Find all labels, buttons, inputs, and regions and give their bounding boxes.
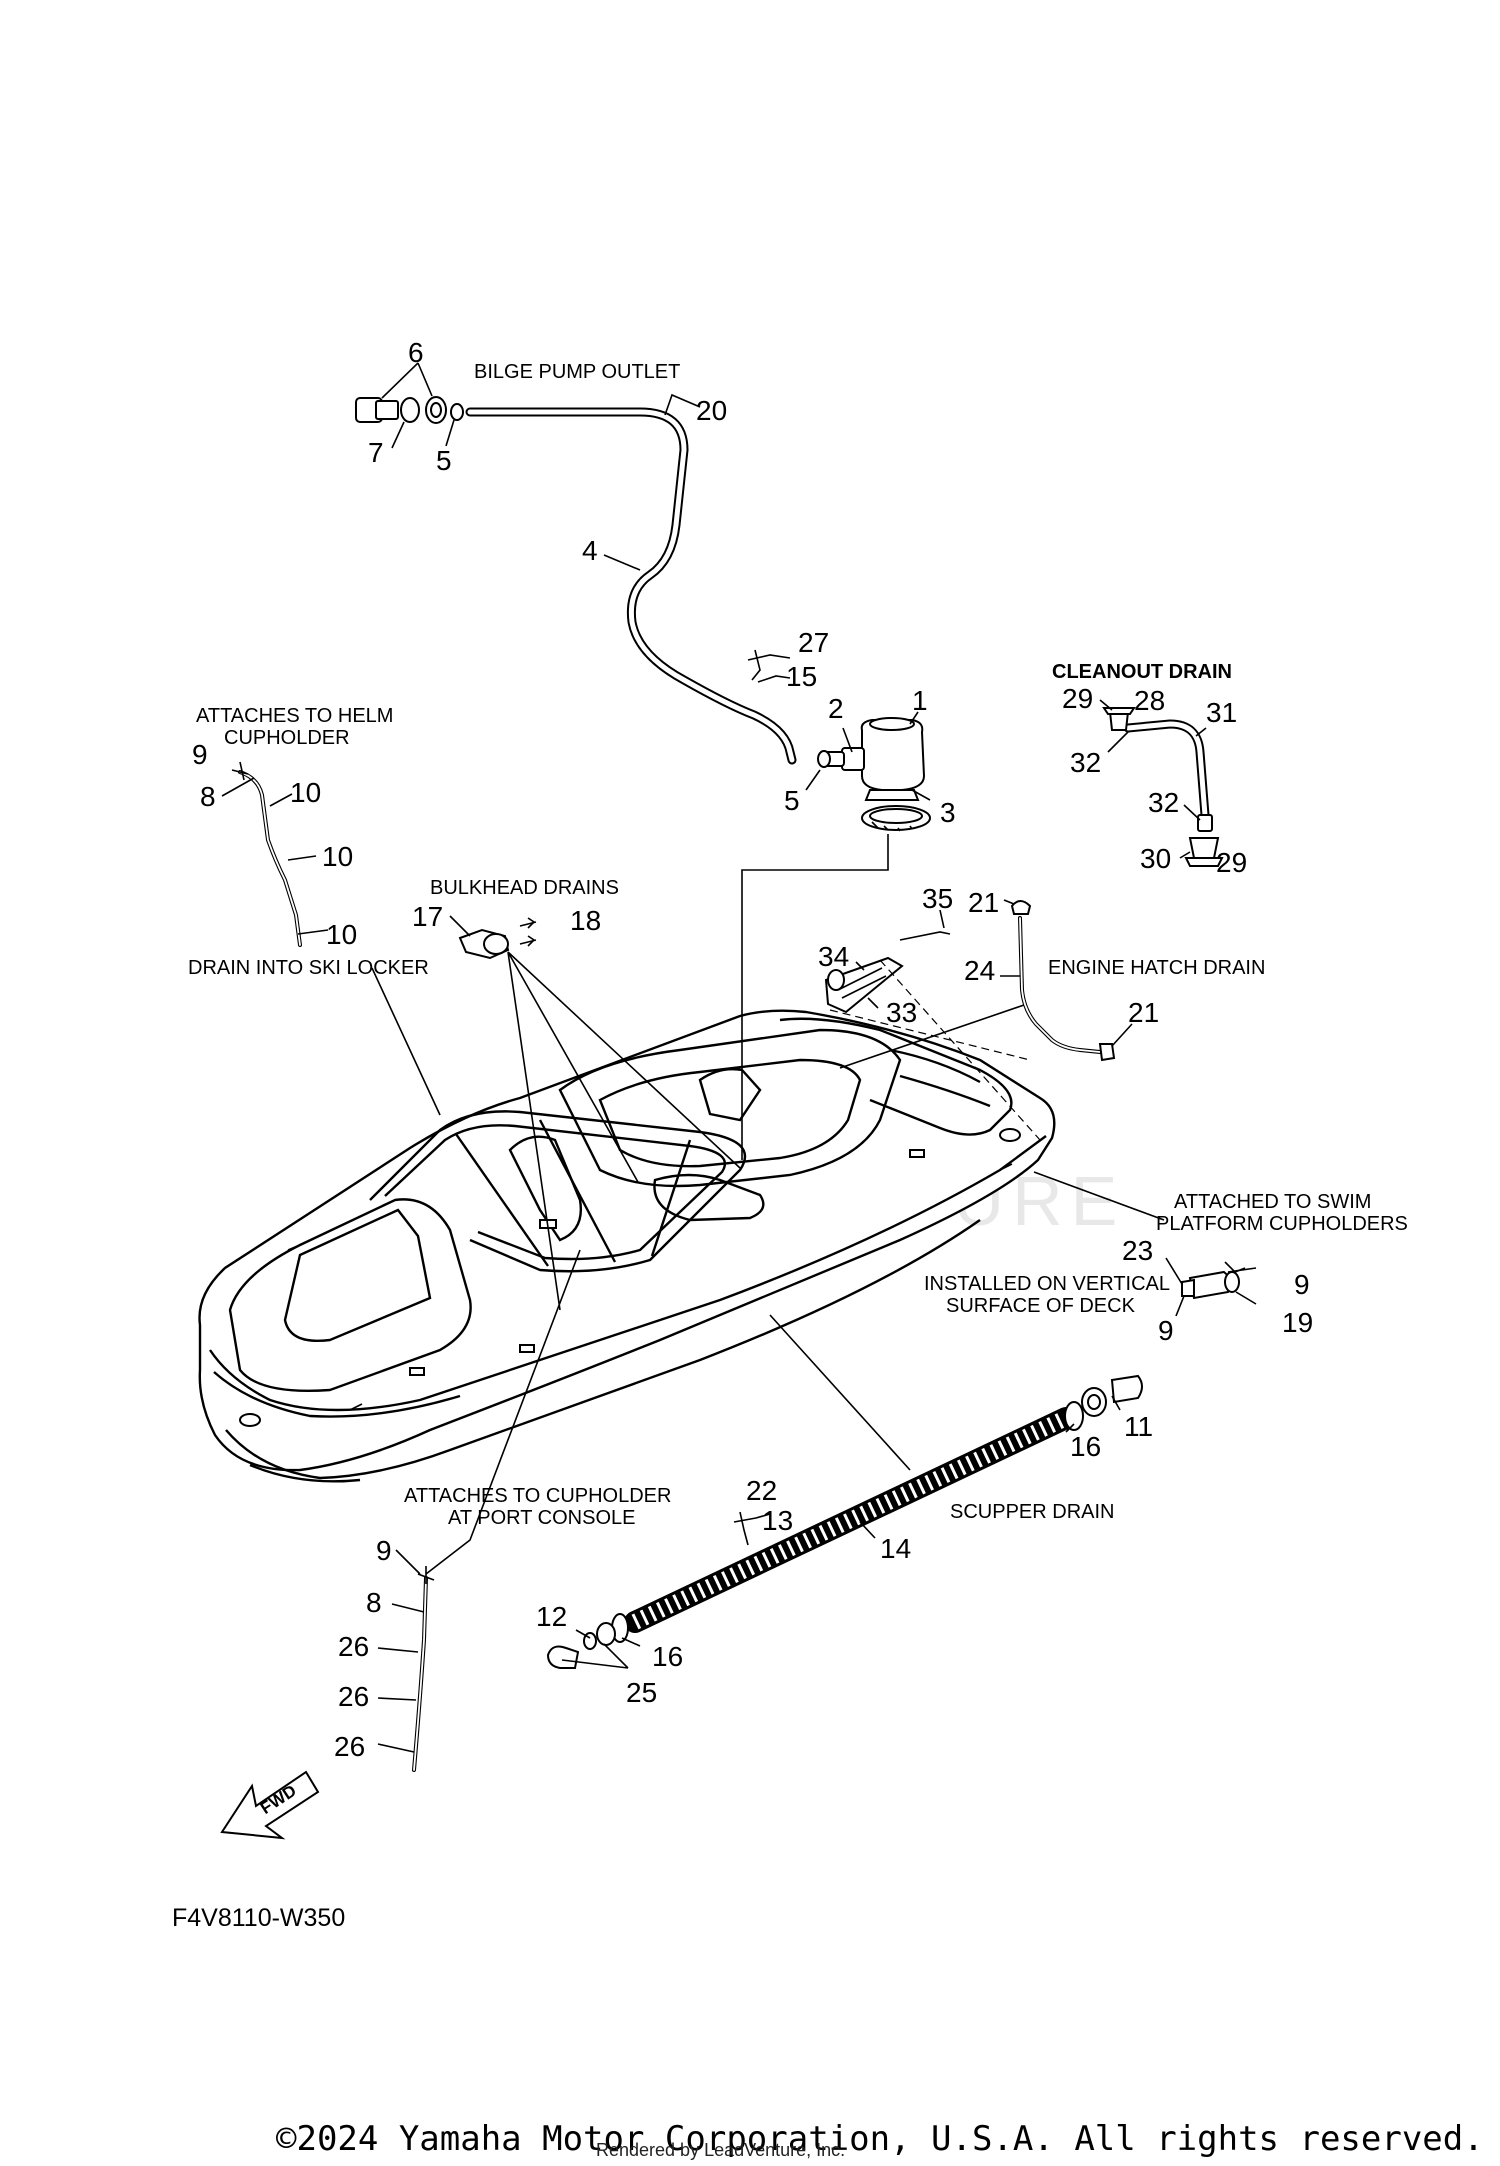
label-bilge-pump-outlet: BILGE PUMP OUTLET: [474, 361, 680, 383]
callout-9-port: 9: [376, 1535, 392, 1566]
callout-19: 19: [1282, 1307, 1313, 1338]
callout-23: 23: [1122, 1235, 1153, 1266]
callout-16-left: 16: [652, 1641, 683, 1672]
callout-12: 12: [536, 1601, 567, 1632]
labels: BILGE PUMP OUTLET CLEANOUT DRAIN ATTACHE…: [188, 361, 1408, 1529]
callout-13: 13: [762, 1505, 793, 1536]
rendered-by-text: Rendered by LeadVenture, Inc.: [596, 2140, 845, 2160]
callout-21-bottom: 21: [1128, 997, 1159, 1028]
callout-16-right: 16: [1070, 1431, 1101, 1462]
callout-1: 1: [912, 685, 928, 716]
copyright-text: ©2024 Yamaha Motor Corporation, U.S.A. A…: [276, 2119, 1484, 2159]
callout-18: 18: [570, 905, 601, 936]
callout-9-swim-left: 9: [1158, 1315, 1174, 1346]
label-attaches-helm-2: CUPHOLDER: [224, 727, 350, 749]
callout-33: 33: [886, 997, 917, 1028]
callout-9-swim-right: 9: [1294, 1269, 1310, 1300]
label-vertical-2: SURFACE OF DECK: [946, 1295, 1136, 1317]
bulkhead-drain-fitting: [458, 917, 537, 960]
callout-11: 11: [1124, 1411, 1153, 1442]
label-vertical-1: INSTALLED ON VERTICAL: [924, 1273, 1170, 1295]
label-swim-platform-1: ATTACHED TO SWIM: [1174, 1191, 1371, 1213]
callout-29-top: 29: [1062, 683, 1093, 714]
label-port-console-2: AT PORT CONSOLE: [448, 1507, 635, 1529]
callout-5: 5: [436, 445, 452, 476]
callout-21-top: 21: [968, 887, 999, 918]
callout-3: 3: [940, 797, 956, 828]
label-port-console-1: ATTACHES TO CUPHOLDER: [404, 1485, 671, 1507]
callout-8-helm: 8: [200, 781, 216, 812]
label-engine-hatch-drain: ENGINE HATCH DRAIN: [1048, 957, 1265, 979]
cleanout-drain: [1102, 707, 1224, 867]
callout-numbers: 6 7 5 20 4 27 15 1 2 5 3 29 28 31 32 32 …: [192, 337, 1313, 1762]
callout-28: 28: [1134, 685, 1165, 716]
callout-5-pump: 5: [784, 785, 800, 816]
callout-32-bottom: 32: [1148, 787, 1179, 818]
callout-10-c: 10: [326, 919, 357, 950]
diagram-code: F4V8110-W350: [172, 1904, 345, 1932]
bilge-outlet-hose: [465, 407, 797, 765]
callout-8-port: 8: [366, 1587, 382, 1618]
callout-7: 7: [368, 437, 384, 468]
bilge-pump: [817, 717, 931, 832]
helm-cupholder-drain: [231, 761, 302, 947]
boat-hull: [198, 1009, 1056, 1483]
port-console-drain: [412, 1566, 435, 1772]
scupper-drain: [546, 1374, 1143, 1669]
callout-4: 4: [582, 535, 598, 566]
callout-26-a: 26: [338, 1631, 369, 1662]
callout-32-top: 32: [1070, 747, 1101, 778]
callout-17: 17: [412, 901, 443, 932]
callout-15: 15: [786, 661, 817, 692]
callout-35: 35: [922, 883, 953, 914]
callout-10-b: 10: [322, 841, 353, 872]
engine-hatch-drain: [1010, 900, 1116, 1062]
callout-26-b: 26: [338, 1681, 369, 1712]
swim-platform-drain: [1181, 1261, 1246, 1300]
clamp-15-27: [747, 649, 791, 683]
callout-10-a: 10: [290, 777, 321, 808]
label-attaches-helm-1: ATTACHES TO HELM: [196, 705, 393, 727]
outlet-fitting: [355, 396, 464, 424]
callout-27: 27: [798, 627, 829, 658]
label-cleanout-drain: CLEANOUT DRAIN: [1052, 661, 1232, 683]
callout-31: 31: [1206, 697, 1237, 728]
callout-6: 6: [408, 337, 424, 368]
label-swim-platform-2: PLATFORM CUPHOLDERS: [1156, 1213, 1408, 1235]
callout-25: 25: [626, 1677, 657, 1708]
label-drain-ski-locker: DRAIN INTO SKI LOCKER: [188, 957, 429, 979]
leader-lines: [221, 362, 1257, 1753]
fwd-arrow: FWD: [220, 1770, 320, 1840]
callout-20: 20: [696, 395, 727, 426]
callout-30: 30: [1140, 843, 1171, 874]
callout-34: 34: [818, 941, 849, 972]
callout-14: 14: [880, 1533, 911, 1564]
label-bulkhead-drains: BULKHEAD DRAINS: [430, 877, 619, 899]
clamp-20: [664, 393, 701, 416]
callout-2: 2: [828, 693, 844, 724]
label-scupper-drain: SCUPPER DRAIN: [950, 1501, 1114, 1523]
callout-26-c: 26: [334, 1731, 365, 1762]
callout-29-bottom: 29: [1216, 847, 1247, 878]
drain-plate: [824, 931, 951, 1014]
callout-9-helm: 9: [192, 739, 208, 770]
callout-22: 22: [746, 1475, 777, 1506]
callout-24: 24: [964, 955, 995, 986]
